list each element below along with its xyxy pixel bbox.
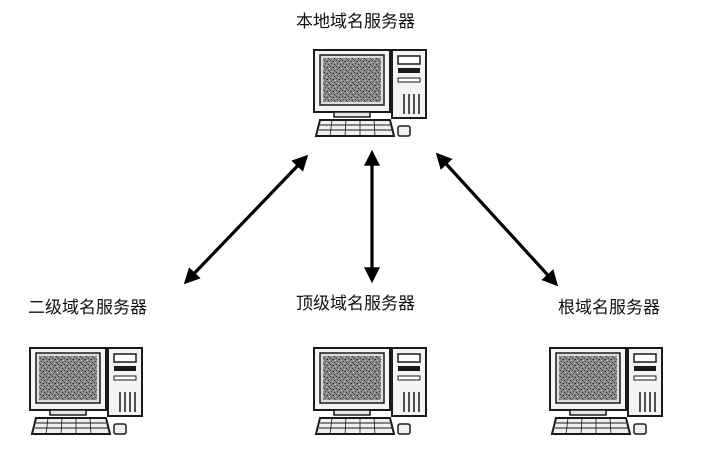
arrow-local-second [183,154,309,285]
arrow-local-root [435,152,559,287]
computer-icon [313,347,427,435]
second-level-dns-label: 二级域名服务器 [28,298,147,318]
root-dns-label: 根域名服务器 [558,298,660,318]
computer-icon [549,347,663,435]
computer-icon [313,49,427,137]
computer-icon [29,347,143,435]
local-dns-label: 本地域名服务器 [296,12,415,32]
top-level-dns-label: 顶级域名服务器 [296,294,415,314]
